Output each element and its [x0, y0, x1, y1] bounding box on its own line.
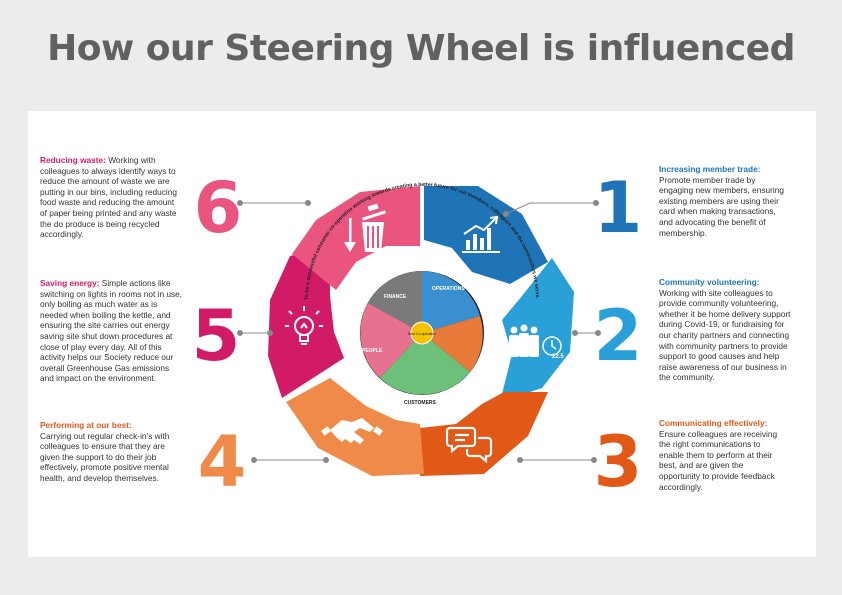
finance-quadrant: [368, 271, 422, 333]
text-block-4: Performing at our best: Carrying out reg…: [40, 420, 180, 484]
segment-3-arrow: [420, 392, 548, 476]
text-block-3: Communicating effectively: Ensure collea…: [659, 418, 783, 492]
volunteers-icon: [509, 324, 562, 357]
volunteers-badge: 22.5: [552, 354, 564, 360]
body-1: Promote member trade by engaging new mem…: [659, 174, 784, 238]
body-5: Simple actions like switching on lights …: [40, 278, 183, 384]
body-6: Working with colleagues to always identi…: [40, 155, 177, 240]
bar-chart-icon: [462, 215, 500, 253]
text-block-2: Community volunteering: Working with sit…: [659, 277, 797, 383]
segment-1-arrow: [424, 186, 548, 284]
text-block-6: Reducing waste: Working with colleagues …: [40, 155, 180, 240]
heading-5: Saving energy:: [40, 278, 100, 288]
number-3: 3: [594, 421, 643, 503]
label-operations: OPERATIONS: [432, 286, 465, 292]
operations-quadrant-2: [422, 316, 483, 372]
body-4: Carrying out regular check-in’s with col…: [40, 430, 170, 483]
hub-label: Best Co-operative: [408, 332, 436, 336]
number-6: 6: [194, 167, 243, 249]
customers-quadrant: [380, 333, 470, 395]
number-2: 2: [594, 295, 643, 377]
page-title: How our Steering Wheel is influenced: [47, 28, 795, 69]
text-block-5: Saving energy: Simple actions like switc…: [40, 278, 185, 384]
label-customers: CUSTOMERS: [404, 400, 437, 406]
segment-6-arrow: [292, 186, 420, 290]
body-2: Working with site colleagues to provide …: [659, 287, 791, 383]
number-4: 4: [198, 421, 247, 503]
number-5: 5: [192, 295, 241, 377]
label-finance: FINANCE: [384, 294, 407, 300]
segment-5-arrow: [268, 246, 344, 398]
body-3: Ensure colleagues are receiving the righ…: [659, 428, 778, 492]
lightbulb-icon: [285, 306, 323, 345]
speech-bubbles-icon: [445, 426, 493, 464]
number-1: 1: [594, 167, 643, 249]
heading-2: Community volunteering:: [659, 277, 760, 287]
text-block-1: Increasing member trade: Promote member …: [659, 164, 787, 238]
heading-4: Performing at our best:: [40, 420, 132, 430]
heading-3: Communicating effectively:: [659, 418, 768, 428]
heading-6: Reducing waste:: [40, 155, 106, 165]
people-quadrant: [360, 303, 422, 378]
label-people: PEOPLE: [362, 348, 383, 354]
operations-quadrant: [422, 271, 480, 333]
heading-1: Increasing member trade:: [659, 164, 761, 174]
handshake-icon: [321, 418, 383, 444]
